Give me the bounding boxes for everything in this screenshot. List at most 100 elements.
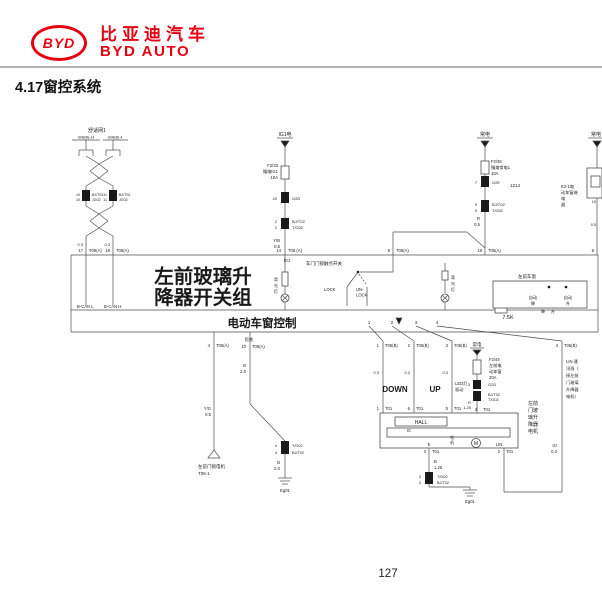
diagram-label: 4 (208, 343, 211, 348)
diagram-label: 2 (275, 225, 278, 230)
diagram-label: G2E (492, 180, 500, 185)
inline-connector (281, 218, 289, 229)
diagram-label: G08(B)-14 (78, 136, 95, 140)
diagram-label: 20A (489, 375, 497, 380)
brand-name-cn: 比亚迪汽车 (100, 24, 210, 44)
diagram-label: 3 (468, 382, 471, 387)
diagram-label: LOCK (324, 287, 336, 292)
diagram-label: 接左前 (566, 372, 579, 379)
header-divider (0, 66, 602, 68)
wire (89, 163, 100, 172)
diagram-label: 10 (76, 198, 80, 202)
diagram-label: 电 (561, 195, 566, 201)
diagram-label: BJ/T02 (437, 481, 449, 485)
diagram-label: T01 (385, 406, 393, 411)
diagram-label: 2.0 (240, 369, 246, 374)
diagram-label: 1.25 (434, 465, 443, 470)
diagram-label: 光 (274, 282, 278, 289)
diagram-label: 1 (368, 320, 371, 325)
wire (98, 213, 109, 222)
diagram-label: LED灯 (455, 380, 468, 387)
wire (415, 325, 453, 342)
wire (436, 325, 563, 342)
diagram-label: G2D (292, 196, 300, 201)
diagram-label: Eg01 (280, 488, 290, 493)
diagram-label: 2.0 (274, 466, 280, 471)
diagram-label: B (243, 363, 246, 368)
diagram-label: T05(B) (564, 343, 577, 348)
diagram-label: 动车窗 (489, 368, 502, 375)
diagram-label: 4 (556, 343, 559, 348)
diagram-label: BJ/T02 (488, 393, 500, 397)
inline-connector (281, 441, 289, 454)
diagram-label: 20 (273, 196, 278, 201)
marker-icon (395, 317, 403, 325)
diagram-label: 机 (450, 440, 454, 445)
diagram-label: 降器 (528, 421, 538, 428)
inline-connector (481, 176, 489, 187)
wire (98, 155, 114, 165)
diagram-label: T01 (483, 407, 491, 412)
connector-triangle-icon (207, 449, 221, 459)
wire (466, 231, 486, 249)
inline-connector (82, 190, 90, 201)
marker-icon (480, 140, 490, 148)
diagram-label: 常电 (473, 341, 482, 348)
diagram-label: 搭铁 (245, 336, 254, 343)
diagram-label: T05(A) (89, 248, 102, 253)
diagram-label: T05(A) (116, 248, 129, 253)
diagram-label: 0.5 (274, 244, 280, 249)
diagram-label: 常电 (591, 131, 601, 138)
diagram-label: JG02 (119, 198, 128, 202)
diagram-label: 7 (475, 180, 478, 185)
diagram-label: 4 (275, 451, 277, 455)
marker-icon (280, 140, 290, 148)
diagram-label: 0.3 (442, 370, 448, 375)
diagram-label: T/G02 (292, 225, 304, 230)
diagram-label: 3 (446, 343, 449, 348)
diagram-label: 10A (271, 175, 279, 180)
diagram-label: 门玻 (528, 407, 538, 414)
wire (98, 227, 114, 237)
diagram-label: 动车窗继 (561, 189, 578, 196)
inline-connector (473, 391, 481, 401)
diagram-label: E (428, 442, 431, 447)
wire (98, 177, 114, 187)
component-box (281, 271, 289, 287)
diagram-label: 背 (451, 274, 455, 280)
diagram-label: 门玻璃 (566, 379, 579, 386)
diagram-label: 左前车窗 (518, 273, 536, 280)
diagram-label: G2D (488, 382, 496, 387)
header: BYD 比亚迪汽车 BYD AUTO (31, 25, 210, 61)
diagram-label: JG02 (92, 198, 101, 202)
page-title: 4.17窗控系统 (15, 80, 102, 96)
diagram-label: 10 (241, 344, 246, 349)
component-box (472, 359, 482, 375)
diagram-label: 10A (491, 171, 499, 176)
diagram-label: 灯 (451, 286, 456, 293)
diagram-label: 9 (475, 202, 478, 207)
marker-icon (592, 140, 602, 148)
diagram-label: 17 (78, 248, 83, 253)
diagram-label: B-CAN L (77, 304, 94, 309)
lamp-icon (441, 294, 449, 302)
diagram-label: B (434, 459, 437, 464)
diagram-label: 3 (419, 481, 421, 485)
diagram-label: G08(B)-4 (108, 136, 123, 140)
diagram-label: 4 (275, 444, 277, 448)
diagram-label: UN- (356, 287, 364, 292)
diagram-label: 0.3 (77, 242, 83, 247)
logo-text: BYD (42, 35, 76, 51)
diagram-label: 自动 (529, 294, 537, 301)
diagram-label: 19 (477, 248, 482, 253)
inline-connector (281, 192, 289, 203)
page-number: 127 (378, 568, 398, 580)
diagram-label: Eg01 (465, 499, 475, 504)
inline-connector (425, 472, 433, 484)
diagram-label: 1.25 (463, 405, 472, 410)
diagram-label: 19 (592, 200, 596, 204)
brand-block: 比亚迪汽车 BYD AUTO (100, 24, 210, 60)
diagram-label: 车门门锁触点开关 (306, 260, 342, 267)
